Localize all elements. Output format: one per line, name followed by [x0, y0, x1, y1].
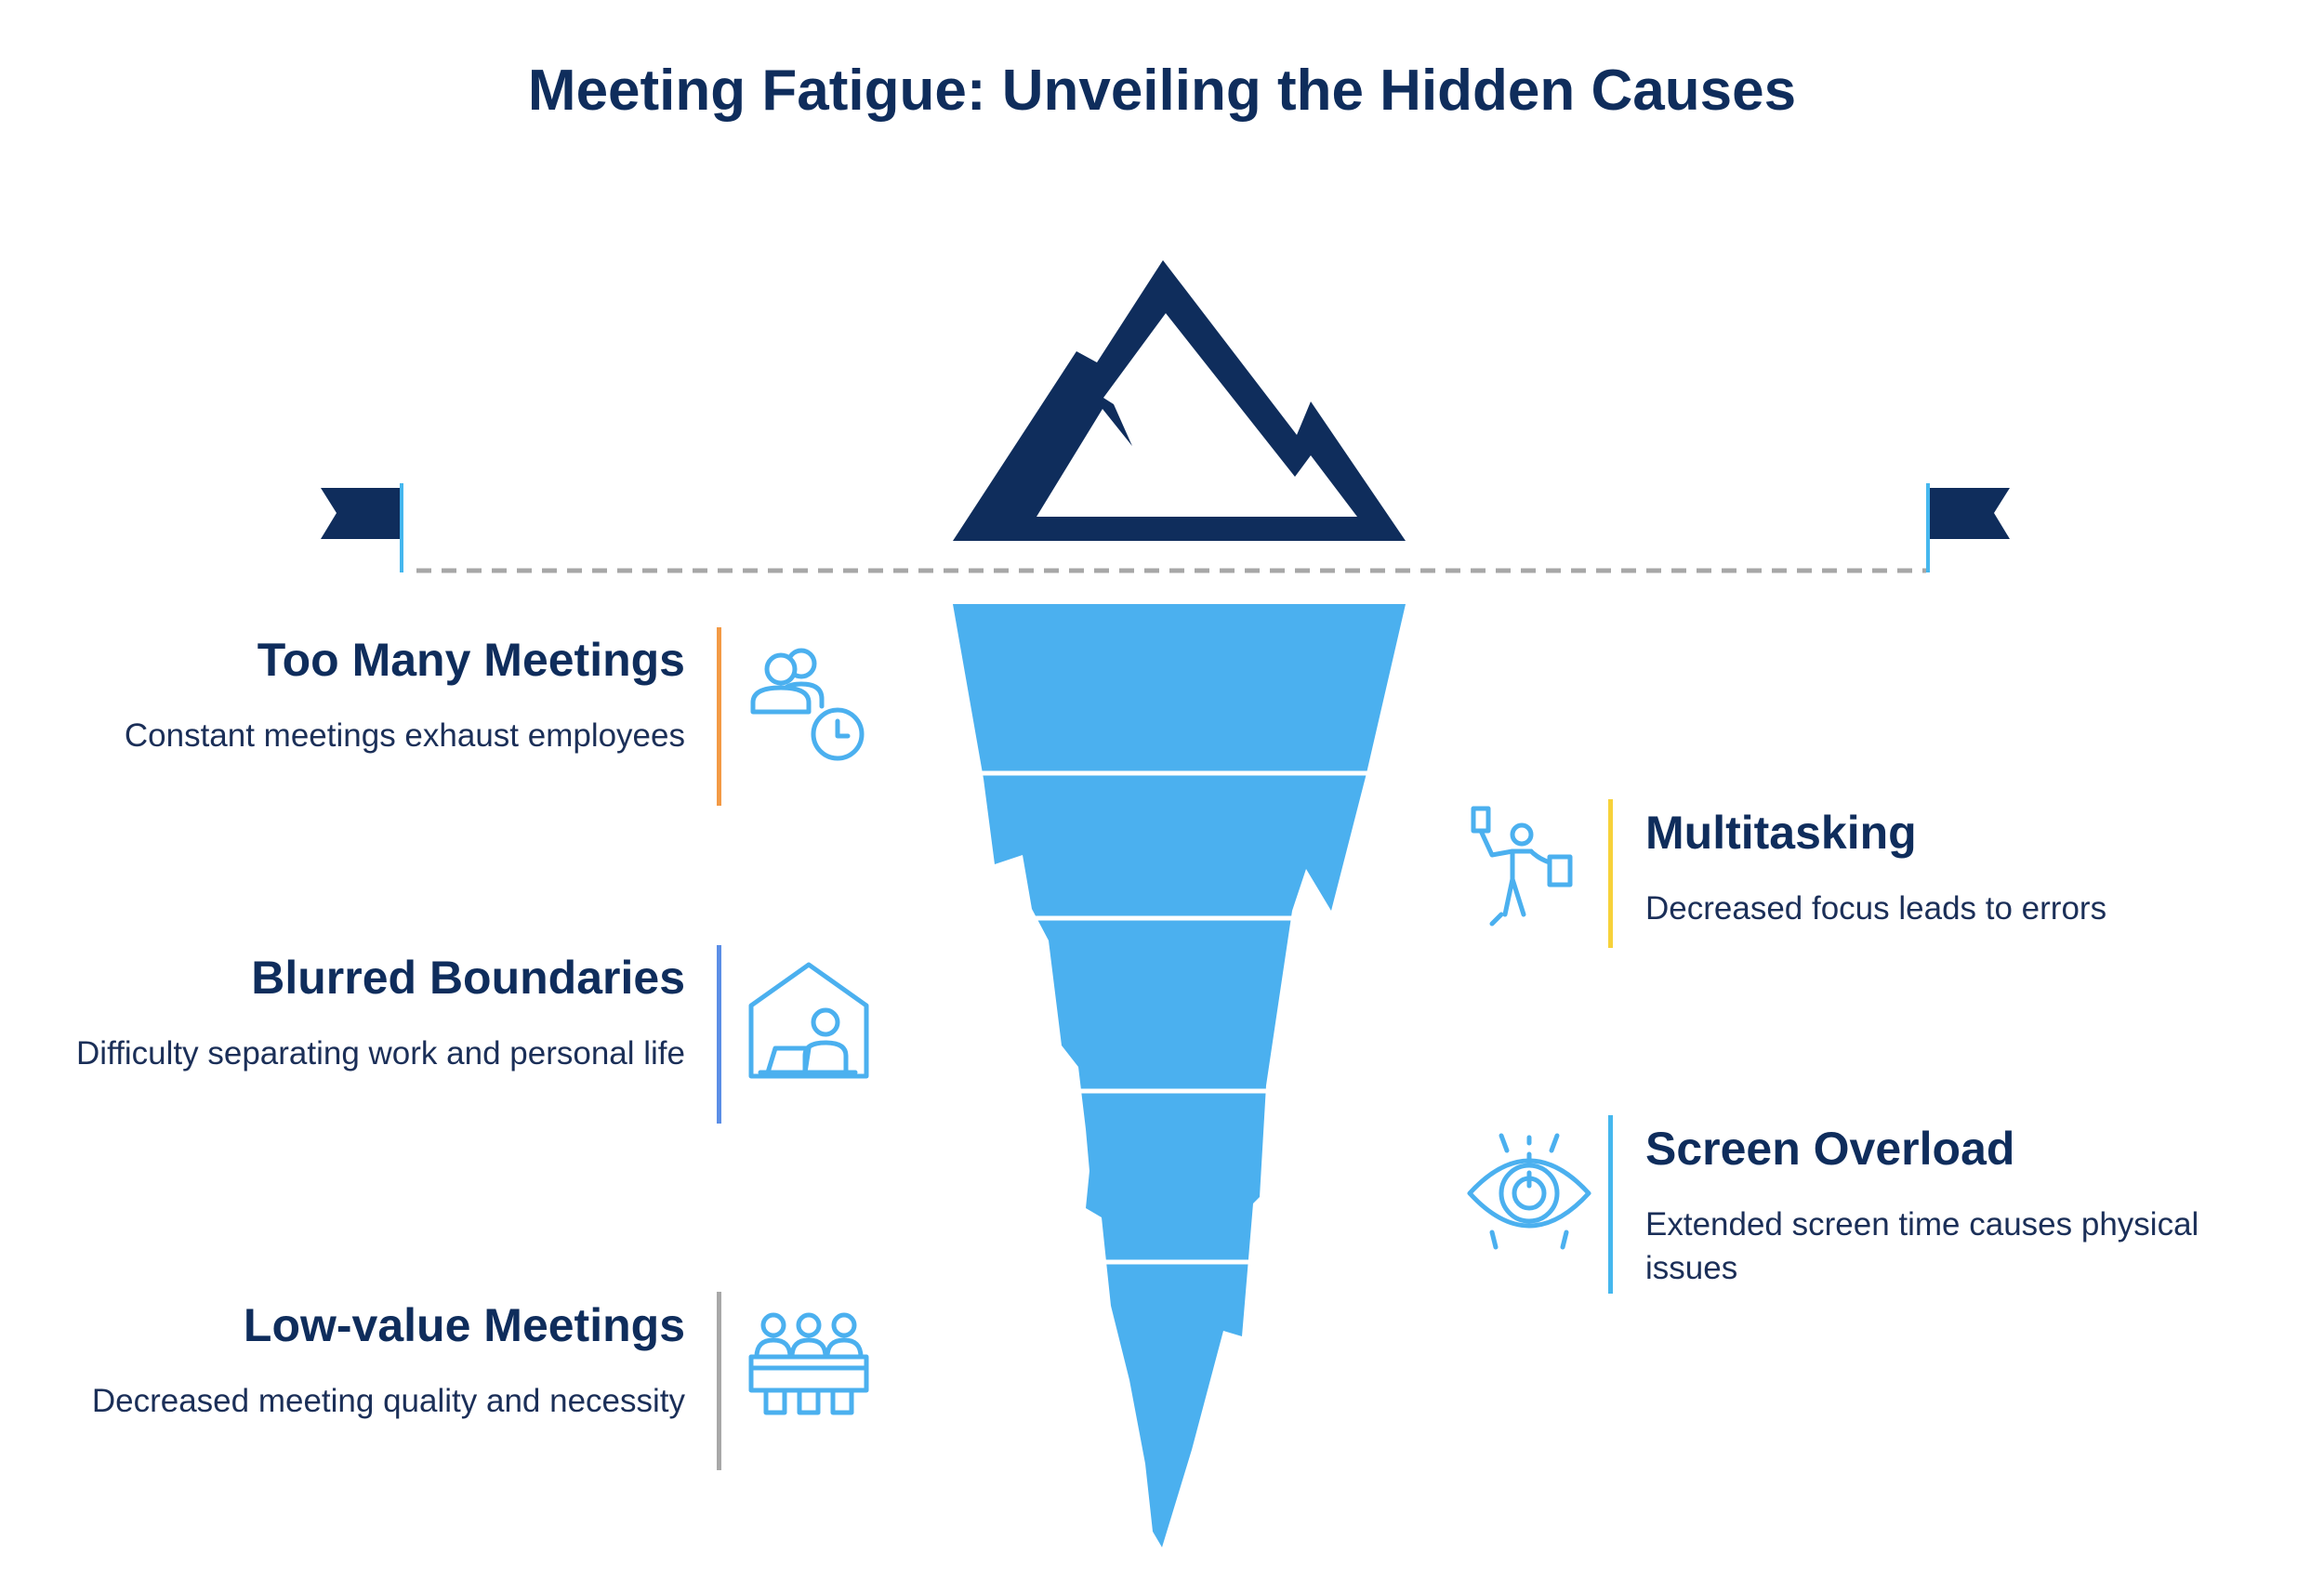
- cause-screen-overload: Screen Overload Extended screen time cau…: [1645, 1121, 2296, 1290]
- accent-bar: [1608, 799, 1613, 948]
- iceberg-layers: [967, 770, 1380, 1265]
- cause-description: Decreased focus leads to errors: [1645, 890, 2107, 927]
- iceberg-tip: [953, 260, 1406, 541]
- cause-title: Multitasking: [1645, 807, 1917, 859]
- cause-title: Too Many Meetings: [257, 634, 685, 686]
- cause-blurred-boundaries: Blurred Boundaries Difficulty separating…: [34, 950, 685, 1075]
- accent-bar: [717, 945, 721, 1124]
- home-office-icon: [748, 962, 869, 1079]
- iceberg-underwater: [953, 604, 1406, 1547]
- cause-description: Constant meetings exhaust employees: [124, 717, 685, 754]
- cause-too-many-meetings: Too Many Meetings Constant meetings exha…: [34, 632, 685, 757]
- cause-multitasking: Multitasking Decreased focus leads to er…: [1645, 805, 2296, 930]
- meeting-table-icon: [748, 1312, 869, 1415]
- accent-bar: [717, 627, 721, 806]
- cause-low-value-meetings: Low-value Meetings Decreased meeting qua…: [34, 1297, 685, 1423]
- cause-title: Blurred Boundaries: [251, 952, 685, 1004]
- cause-description: Difficulty separating work and personal …: [76, 1035, 685, 1072]
- page-title: Meeting Fatigue: Unveiling the Hidden Ca…: [527, 59, 1797, 123]
- cause-title: Low-value Meetings: [243, 1299, 685, 1351]
- cause-description: Decreased meeting quality and necessity: [91, 1383, 685, 1419]
- cause-description: Extended screen time causes physical iss…: [1645, 1206, 2199, 1286]
- left-flag-icon: [321, 483, 403, 572]
- juggling-person-icon: [1471, 806, 1573, 927]
- right-flag-icon: [1926, 483, 2010, 572]
- accent-bar: [717, 1292, 721, 1470]
- people-clock-icon: [750, 648, 865, 761]
- cause-title: Screen Overload: [1645, 1123, 2015, 1175]
- accent-bar: [1608, 1115, 1613, 1294]
- eye-icon: [1467, 1133, 1591, 1250]
